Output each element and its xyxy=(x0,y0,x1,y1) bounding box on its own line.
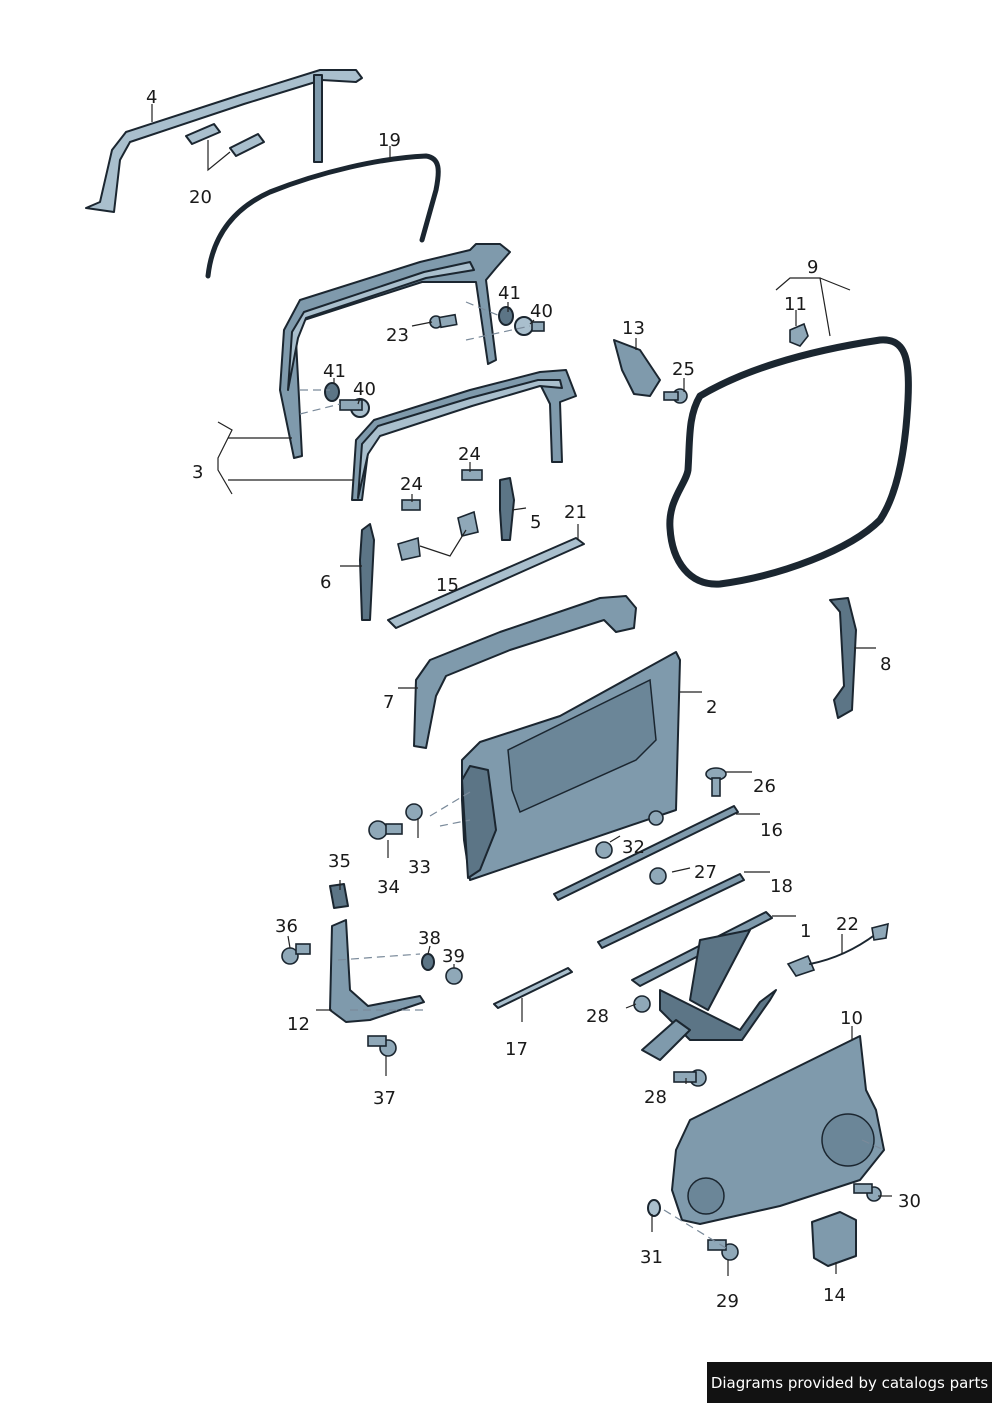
footer-text: Diagrams provided by catalogs parts xyxy=(710,1373,989,1392)
callout-3: 3 xyxy=(192,462,203,483)
fasteners xyxy=(281,306,882,1261)
part-16-rail xyxy=(553,805,739,901)
callout-23: 23 xyxy=(386,325,409,346)
callout-8: 8 xyxy=(880,654,891,675)
callout-20: 20 xyxy=(189,187,212,208)
leader-lines xyxy=(151,104,892,1276)
callout-7: 7 xyxy=(383,692,394,713)
part-11-clip xyxy=(789,322,809,347)
callout-6: 6 xyxy=(320,572,331,593)
part-3-lower-frame xyxy=(351,369,577,501)
callout-24-lower: 24 xyxy=(400,474,423,495)
callout-15: 15 xyxy=(436,575,459,596)
callout-13: 13 xyxy=(622,318,645,339)
part-2-door-shell xyxy=(461,651,681,881)
callout-18: 18 xyxy=(770,876,793,897)
callout-28-upper: 28 xyxy=(586,1006,609,1027)
callout-14: 14 xyxy=(823,1285,846,1306)
callout-33: 33 xyxy=(408,857,431,878)
part-7-outer-trim xyxy=(413,595,637,749)
callout-40-lower: 40 xyxy=(353,379,376,400)
footer-badge: Diagrams provided by catalogs parts xyxy=(707,1362,992,1403)
callout-27: 27 xyxy=(694,862,717,883)
callout-2: 2 xyxy=(706,697,717,718)
callout-21: 21 xyxy=(564,502,587,523)
callout-26: 26 xyxy=(753,776,776,797)
callout-41-lower: 41 xyxy=(323,361,346,382)
callout-25: 25 xyxy=(672,359,695,380)
part-10-inner-panel xyxy=(671,1035,885,1225)
callout-16: 16 xyxy=(760,820,783,841)
assembly-lines xyxy=(299,301,885,1249)
callout-24-upper: 24 xyxy=(458,444,481,465)
part-17-rod xyxy=(493,967,573,1009)
callout-17: 17 xyxy=(505,1039,528,1060)
part-35-clip xyxy=(329,883,349,909)
callout-10: 10 xyxy=(840,1008,863,1029)
part-1-window-regulator xyxy=(631,911,777,1061)
part-22-cable xyxy=(786,922,889,977)
part-4-frame-seal xyxy=(85,69,363,213)
callout-41-upper: 41 xyxy=(498,283,521,304)
part-15-21-rod xyxy=(387,537,585,629)
part-3-upper-frame xyxy=(279,243,511,459)
part-9-door-seal xyxy=(666,336,912,588)
callout-12: 12 xyxy=(287,1014,310,1035)
callout-30: 30 xyxy=(898,1191,921,1212)
part-8-strip xyxy=(829,597,857,719)
callout-31: 31 xyxy=(640,1247,663,1268)
callout-28-lower: 28 xyxy=(644,1087,667,1108)
callout-32: 32 xyxy=(622,837,645,858)
part-14-module xyxy=(811,1211,857,1267)
part-9-door-seal-inner xyxy=(668,338,910,586)
callout-22: 22 xyxy=(836,914,859,935)
callout-40-upper: 40 xyxy=(530,301,553,322)
callout-37: 37 xyxy=(373,1088,396,1109)
callout-19: 19 xyxy=(378,130,401,151)
part-5-guide xyxy=(499,477,515,541)
callout-5: 5 xyxy=(530,512,541,533)
part-18-rail xyxy=(597,873,745,949)
callout-29: 29 xyxy=(716,1291,739,1312)
callout-11: 11 xyxy=(784,294,807,315)
part-20-sleeves xyxy=(185,123,265,157)
callout-1: 1 xyxy=(800,921,811,942)
callout-numbers: 4 20 19 23 41 40 41 40 3 24 24 5 21 6 15… xyxy=(146,87,921,1312)
callout-39: 39 xyxy=(442,946,465,967)
callout-4: 4 xyxy=(146,87,157,108)
callout-9: 9 xyxy=(807,257,818,278)
callout-35: 35 xyxy=(328,851,351,872)
part-19-seal-cord xyxy=(205,153,441,279)
part-12-bracket xyxy=(329,919,425,1023)
callout-38: 38 xyxy=(418,928,441,949)
callout-36: 36 xyxy=(275,916,298,937)
part-6-seal-strip xyxy=(359,523,375,621)
part-13-mirror-triangle xyxy=(613,339,661,397)
callout-34: 34 xyxy=(377,877,400,898)
